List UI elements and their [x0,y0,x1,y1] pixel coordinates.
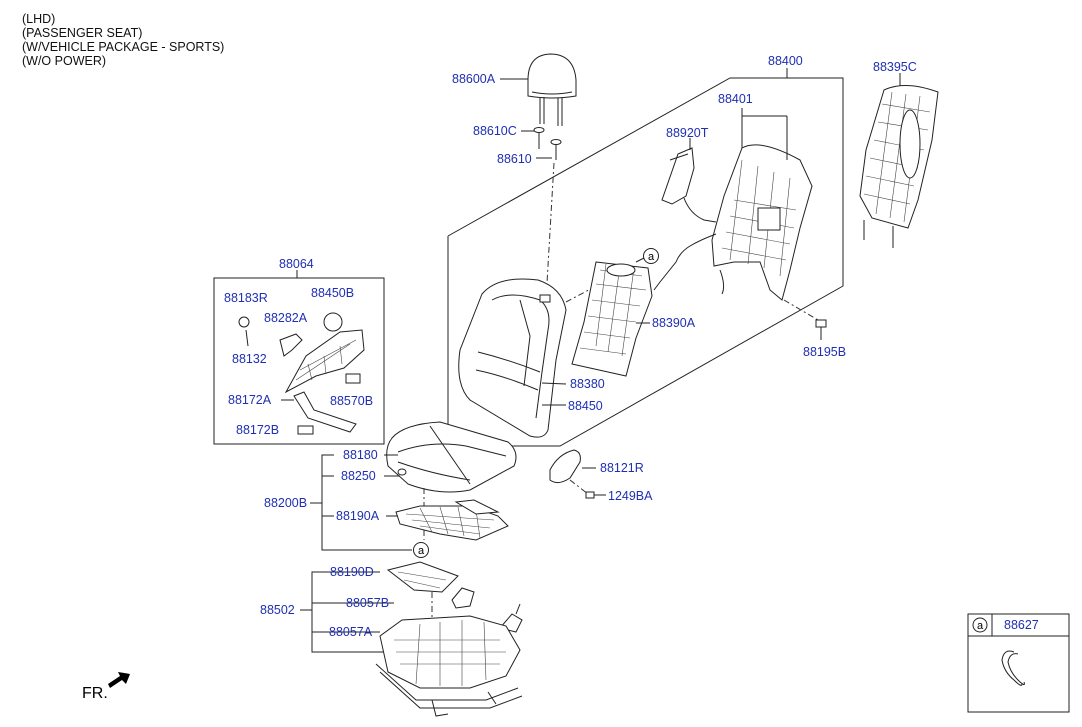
part-number-88380[interactable]: 88380 [570,377,605,391]
part-number-88200B[interactable]: 88200B [264,496,307,510]
part-number-88390A[interactable]: 88390A [652,316,696,330]
part-number-88401[interactable]: 88401 [718,92,753,106]
part-number-88121R[interactable]: 88121R [600,461,644,475]
legend-circle-text: a [977,620,984,632]
part-number-88064[interactable]: 88064 [279,257,314,271]
back-pad-illustration [571,261,653,377]
part-number-88282A[interactable]: 88282A [264,311,308,325]
seatback-frame-illustration [653,108,813,301]
reference-a-text: a [648,251,655,263]
part-number-88450B[interactable]: 88450B [311,286,354,300]
part-number-88395C[interactable]: 88395C [873,60,917,74]
back-panel-illustration [859,73,939,248]
part-number-88172B[interactable]: 88172B [236,423,279,437]
cushion-pad-illustration [395,499,509,541]
seat-track-group [300,561,523,717]
legend-box-88627: a [967,613,1070,713]
bolt-illustration [783,299,827,340]
part-number-88250[interactable]: 88250 [341,469,376,483]
headrest-illustration [527,53,577,301]
seatback-cover-illustration [458,278,601,438]
front-direction-indicator: FR. [82,672,130,702]
side-shield-illustration [549,449,606,499]
part-number-88610[interactable]: 88610 [497,152,532,166]
part-number-88190D[interactable]: 88190D [330,565,374,579]
part-number-88180[interactable]: 88180 [343,448,378,462]
part-number-88502[interactable]: 88502 [260,603,295,617]
part-number-88057B[interactable]: 88057B [346,596,389,610]
part-number-1249BA[interactable]: 1249BA [608,489,653,503]
note-line: (W/O POWER) [22,54,107,68]
part-number-88190A[interactable]: 88190A [336,509,380,523]
part-number-88920T[interactable]: 88920T [666,126,709,140]
reference-a-text: a [418,545,425,557]
part-labels: 88600A 88610C 88610 88400 88401 88920T 8… [224,54,1039,639]
reference-a-lower: a [413,542,429,558]
side-airbag-illustration [661,140,717,223]
part-number-88057A[interactable]: 88057A [329,625,373,639]
seat-cushion-cover-illustration [386,421,517,540]
note-line: (W/VEHICLE PACKAGE - SPORTS) [22,40,225,54]
note-line: (PASSENGER SEAT) [22,26,143,40]
fr-label: FR. [82,685,108,702]
cushion-group-bracket [310,454,412,551]
note-line: (LHD) [22,12,56,26]
part-number-88400[interactable]: 88400 [768,54,803,68]
part-number-88132[interactable]: 88132 [232,352,267,366]
leader-lines [500,78,691,159]
part-number-88570B[interactable]: 88570B [330,394,373,408]
part-number-88195B[interactable]: 88195B [803,345,846,359]
part-number-88172A[interactable]: 88172A [228,393,272,407]
part-number-88627[interactable]: 88627 [1004,618,1039,632]
part-number-88600A[interactable]: 88600A [452,72,496,86]
seat-variant-notes: (LHD) (PASSENGER SEAT) (W/VEHICLE PACKAG… [22,12,224,68]
side-cover-group-box [213,270,385,445]
part-number-88183R[interactable]: 88183R [224,291,268,305]
part-number-88610C[interactable]: 88610C [473,124,517,138]
part-number-88450[interactable]: 88450 [568,399,603,413]
fr-arrow-icon [108,672,130,688]
reference-a-upper: a [635,248,659,264]
